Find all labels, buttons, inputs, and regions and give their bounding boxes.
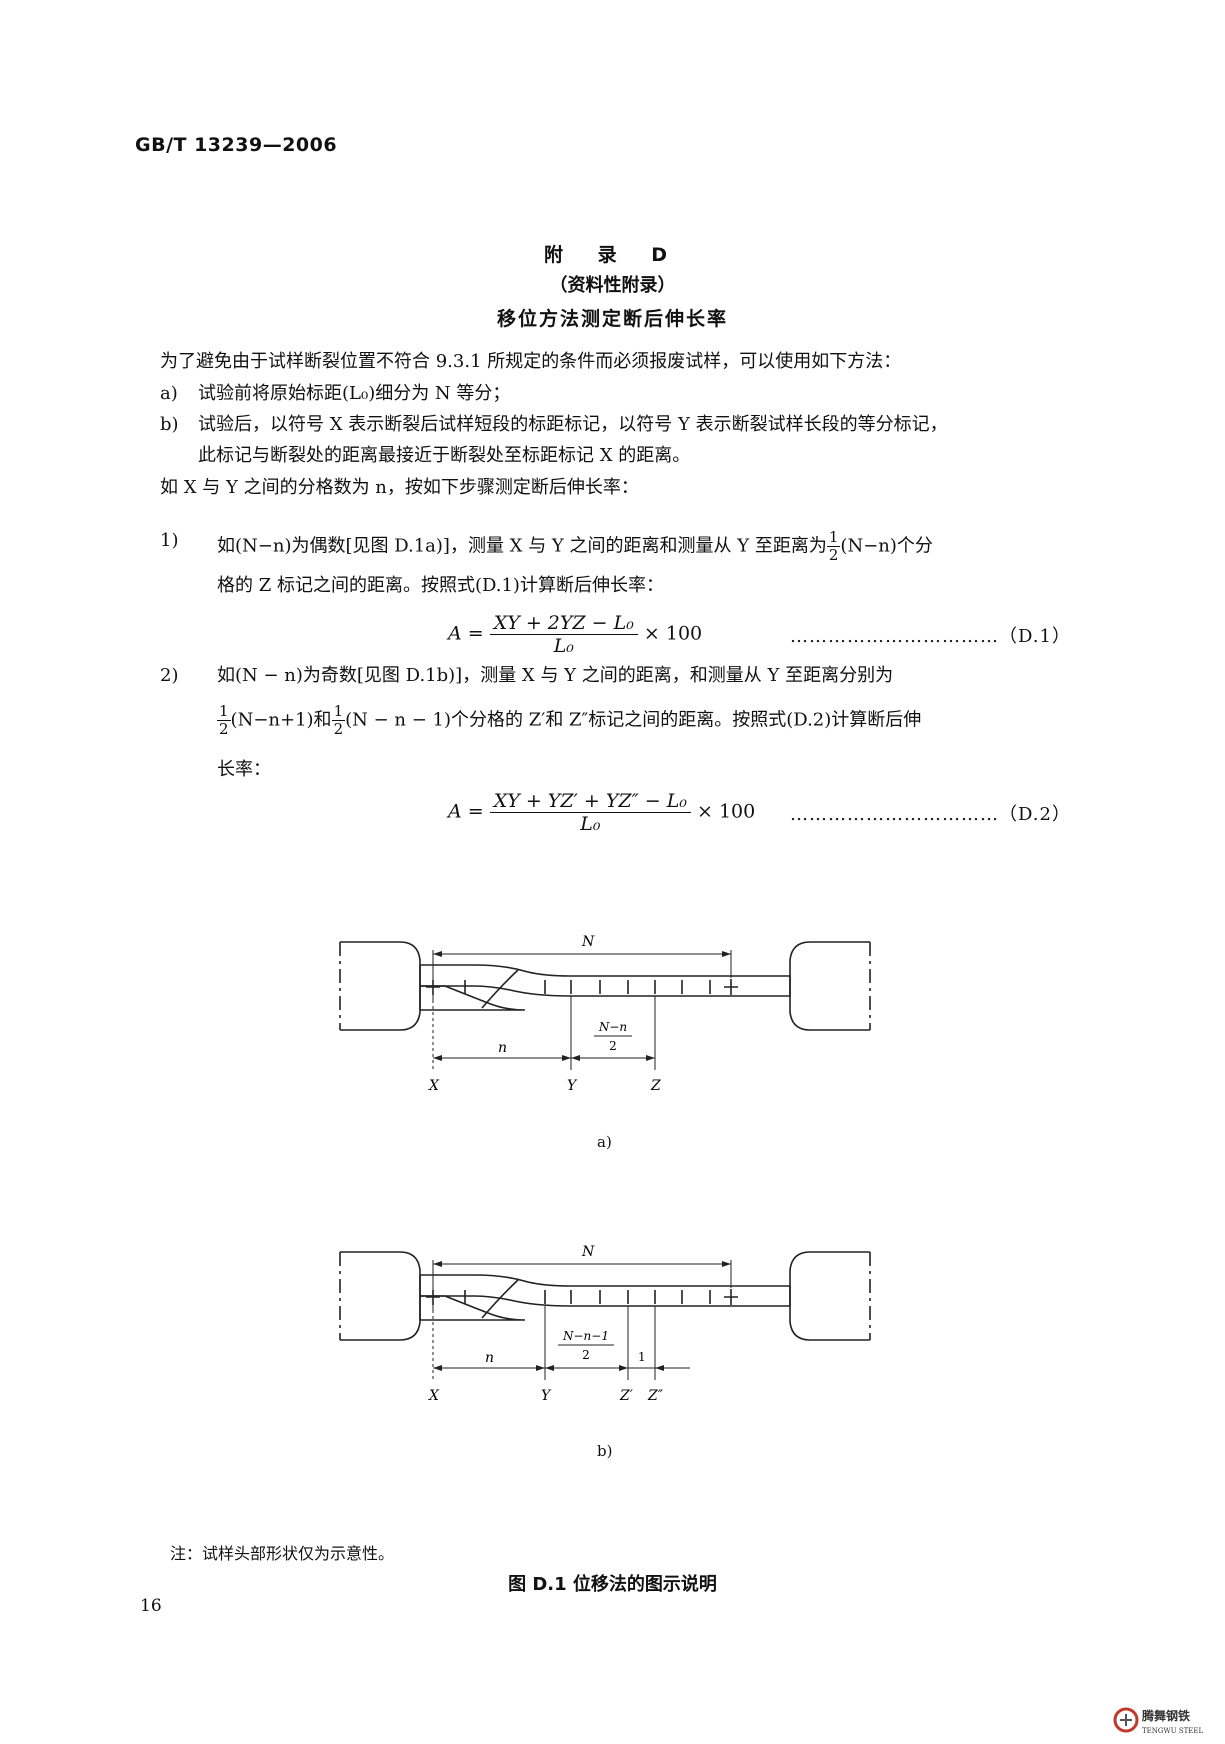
figure-a-frac-num: N−n bbox=[598, 1020, 627, 1034]
n-intro: 如 X 与 Y 之间的分格数为 n，按如下步骤测定断后伸长率： bbox=[160, 477, 639, 498]
figure-b-label-Y: Y bbox=[541, 1388, 552, 1404]
figure-b-fracture bbox=[481, 1279, 519, 1319]
step1-line1: 如(N−n)为偶数[见图 D.1a)]，测量 X 与 Y 之间的距离和测量从 Y… bbox=[217, 529, 933, 564]
figure-b-label-Z1: Z′ bbox=[619, 1388, 634, 1404]
appendix-title: 附 录 D bbox=[543, 244, 681, 266]
figure-a-specimen-short bbox=[420, 985, 526, 1011]
item-b-label: b) bbox=[160, 414, 179, 435]
figure-a-frac-den: 2 bbox=[609, 1039, 617, 1053]
figure-a-diagram: N n N−n 2 X Y Z bbox=[339, 934, 871, 1094]
figure-a-label-X: X bbox=[428, 1078, 440, 1094]
figure-a-label-Z: Z bbox=[650, 1078, 661, 1094]
item-b-line2: 此标记与断裂处的距离最接近于断裂处至标距标记 X 的距离。 bbox=[198, 445, 691, 466]
eq1-ref: ……………………………（D.1） bbox=[790, 626, 1071, 647]
step2-label: 2) bbox=[160, 665, 179, 686]
figure-a-sublabel: a) bbox=[597, 1133, 612, 1151]
step1-label: 1) bbox=[160, 530, 179, 551]
figure-b-frac-den: 2 bbox=[582, 1348, 590, 1362]
step2-line2-a: (N−n+1)和 bbox=[230, 709, 332, 731]
logo-ring-icon bbox=[1113, 1707, 1139, 1733]
item-b-line1: 试验后，以符号 X 表示断裂后试样短段的标距标记，以符号 Y 表示断裂试样长段的… bbox=[198, 414, 948, 435]
figure-a-mark-end bbox=[724, 979, 738, 995]
figure-a-label-Y: Y bbox=[567, 1078, 578, 1094]
intro-paragraph: 为了避免由于试样断裂位置不符合 9.3.1 所规定的条件而必须报废试样，可以使用… bbox=[160, 351, 902, 372]
standard-number: GB/T 13239—2006 bbox=[135, 134, 338, 156]
eq2-lhs: A = bbox=[448, 800, 484, 823]
figure-b-label-1: 1 bbox=[638, 1350, 646, 1364]
figure-b-specimen-short bbox=[420, 1295, 526, 1321]
page-number: 16 bbox=[140, 1596, 162, 1616]
figure-note: 注：试样头部形状仅为示意性。 bbox=[170, 1544, 395, 1563]
appendix-subtitle: （资料性附录） bbox=[549, 275, 676, 296]
step1-line1-b: (N−n)个分 bbox=[840, 535, 933, 557]
eq2-ref: ……………………………（D.2） bbox=[790, 804, 1071, 825]
eq2-denominator: L₀ bbox=[580, 813, 601, 835]
step2-line2-b: (N − n − 1)个分格的 Z′和 Z″标记之间的距离。按照式(D.2)计算… bbox=[345, 709, 922, 731]
figure-caption: 图 D.1 位移法的图示说明 bbox=[508, 1574, 717, 1595]
figure-b-label-X: X bbox=[428, 1388, 440, 1404]
eq2-tail: × 100 bbox=[696, 800, 756, 823]
step2-line1: 如(N − n)为奇数[见图 D.1b)]，测量 X 与 Y 之间的距离，和测量… bbox=[217, 665, 894, 686]
step1-line2: 格的 Z 标记之间的距离。按照式(D.1)计算断后伸长率： bbox=[217, 575, 664, 596]
figure-b-frac-num: N−n−1 bbox=[562, 1329, 609, 1343]
figure-b-diagram: N n N−n−1 2 1 X Y Z′ Z″ bbox=[339, 1244, 871, 1404]
appendix-heading: 移位方法测定断后伸长率 bbox=[496, 308, 728, 330]
figure-b-specimen-long bbox=[420, 1274, 791, 1307]
item-a-label: a) bbox=[160, 383, 178, 404]
eq1-denominator: L₀ bbox=[553, 635, 574, 657]
item-a-text: 试验前将原始标距(L₀)细分为 N 等分； bbox=[198, 383, 511, 404]
eq1-tail: × 100 bbox=[643, 622, 703, 645]
eq2-numerator: XY + YZ′ + YZ″ − L₀ bbox=[489, 790, 691, 813]
logo-text-en: TENGWU STEEL bbox=[1142, 1727, 1203, 1735]
figure-a-left-grip bbox=[340, 941, 421, 1031]
figure-b-left-grip bbox=[340, 1251, 421, 1341]
eq1-numerator: XY + 2YZ − L₀ bbox=[489, 612, 638, 635]
figure-a-fracture bbox=[481, 969, 519, 1009]
step2-line3: 长率： bbox=[217, 759, 271, 780]
figure-b-right-grip bbox=[789, 1251, 870, 1341]
figure-b-label-n: n bbox=[485, 1350, 494, 1366]
figure-a-specimen-long bbox=[420, 964, 791, 997]
figure-a-right-grip bbox=[789, 941, 870, 1031]
figure-a-label-N: N bbox=[581, 934, 595, 950]
figure-b-label-N: N bbox=[581, 1244, 595, 1260]
watermark-logo: 腾舞钢铁 TENGWU STEEL bbox=[1112, 1702, 1218, 1738]
eq1-lhs: A = bbox=[448, 622, 484, 645]
figure-a-label-n: n bbox=[498, 1040, 507, 1056]
figure-b-label-Z2: Z″ bbox=[647, 1388, 664, 1404]
step1-line1-a: 如(N−n)为偶数[见图 D.1a)]，测量 X 与 Y 之间的距离和测量从 Y… bbox=[217, 535, 827, 557]
logo-text-cn: 腾舞钢铁 bbox=[1141, 1708, 1190, 1723]
figure-b-sublabel: b) bbox=[597, 1442, 613, 1460]
